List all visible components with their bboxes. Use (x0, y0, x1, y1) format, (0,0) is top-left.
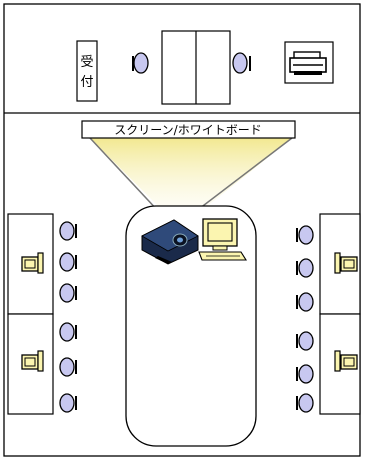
reception-label-top: 受 (80, 55, 93, 70)
chair-left-4 (59, 322, 77, 342)
chair-right-3 (296, 292, 314, 312)
computer-icon-left-1 (21, 252, 44, 274)
chair-left-3 (59, 283, 77, 303)
chair-left-5 (59, 357, 77, 377)
right-desks (319, 213, 361, 415)
computer-icon-right-1 (334, 252, 358, 274)
chair-left-1 (59, 221, 77, 241)
chair-left-2 (59, 252, 77, 272)
projection-beam (90, 138, 292, 228)
reception-label-bottom: 付 (80, 75, 93, 90)
reception-desk: 受 付 (76, 40, 98, 102)
computer-icon-right-2 (334, 350, 358, 372)
chair-right-4 (296, 331, 314, 351)
chair-right-2 (296, 258, 314, 278)
center-table (125, 205, 257, 447)
chair-right-5 (296, 364, 314, 384)
left-desks (7, 213, 54, 415)
chair-top-right (232, 52, 251, 74)
computer-icon-left-2 (21, 350, 44, 372)
chair-right-1 (296, 225, 314, 245)
screen-whiteboard: スクリーン/ホワイトボード (81, 120, 296, 139)
printer-icon (284, 41, 334, 84)
chair-right-6 (296, 393, 314, 413)
chair-top-left (132, 52, 149, 74)
screen-label: スクリーン/ホワイトボード (114, 123, 261, 137)
meeting-table (161, 30, 231, 105)
projector-icon (141, 219, 199, 265)
chair-left-6 (59, 393, 77, 413)
computer-icon (198, 218, 247, 261)
